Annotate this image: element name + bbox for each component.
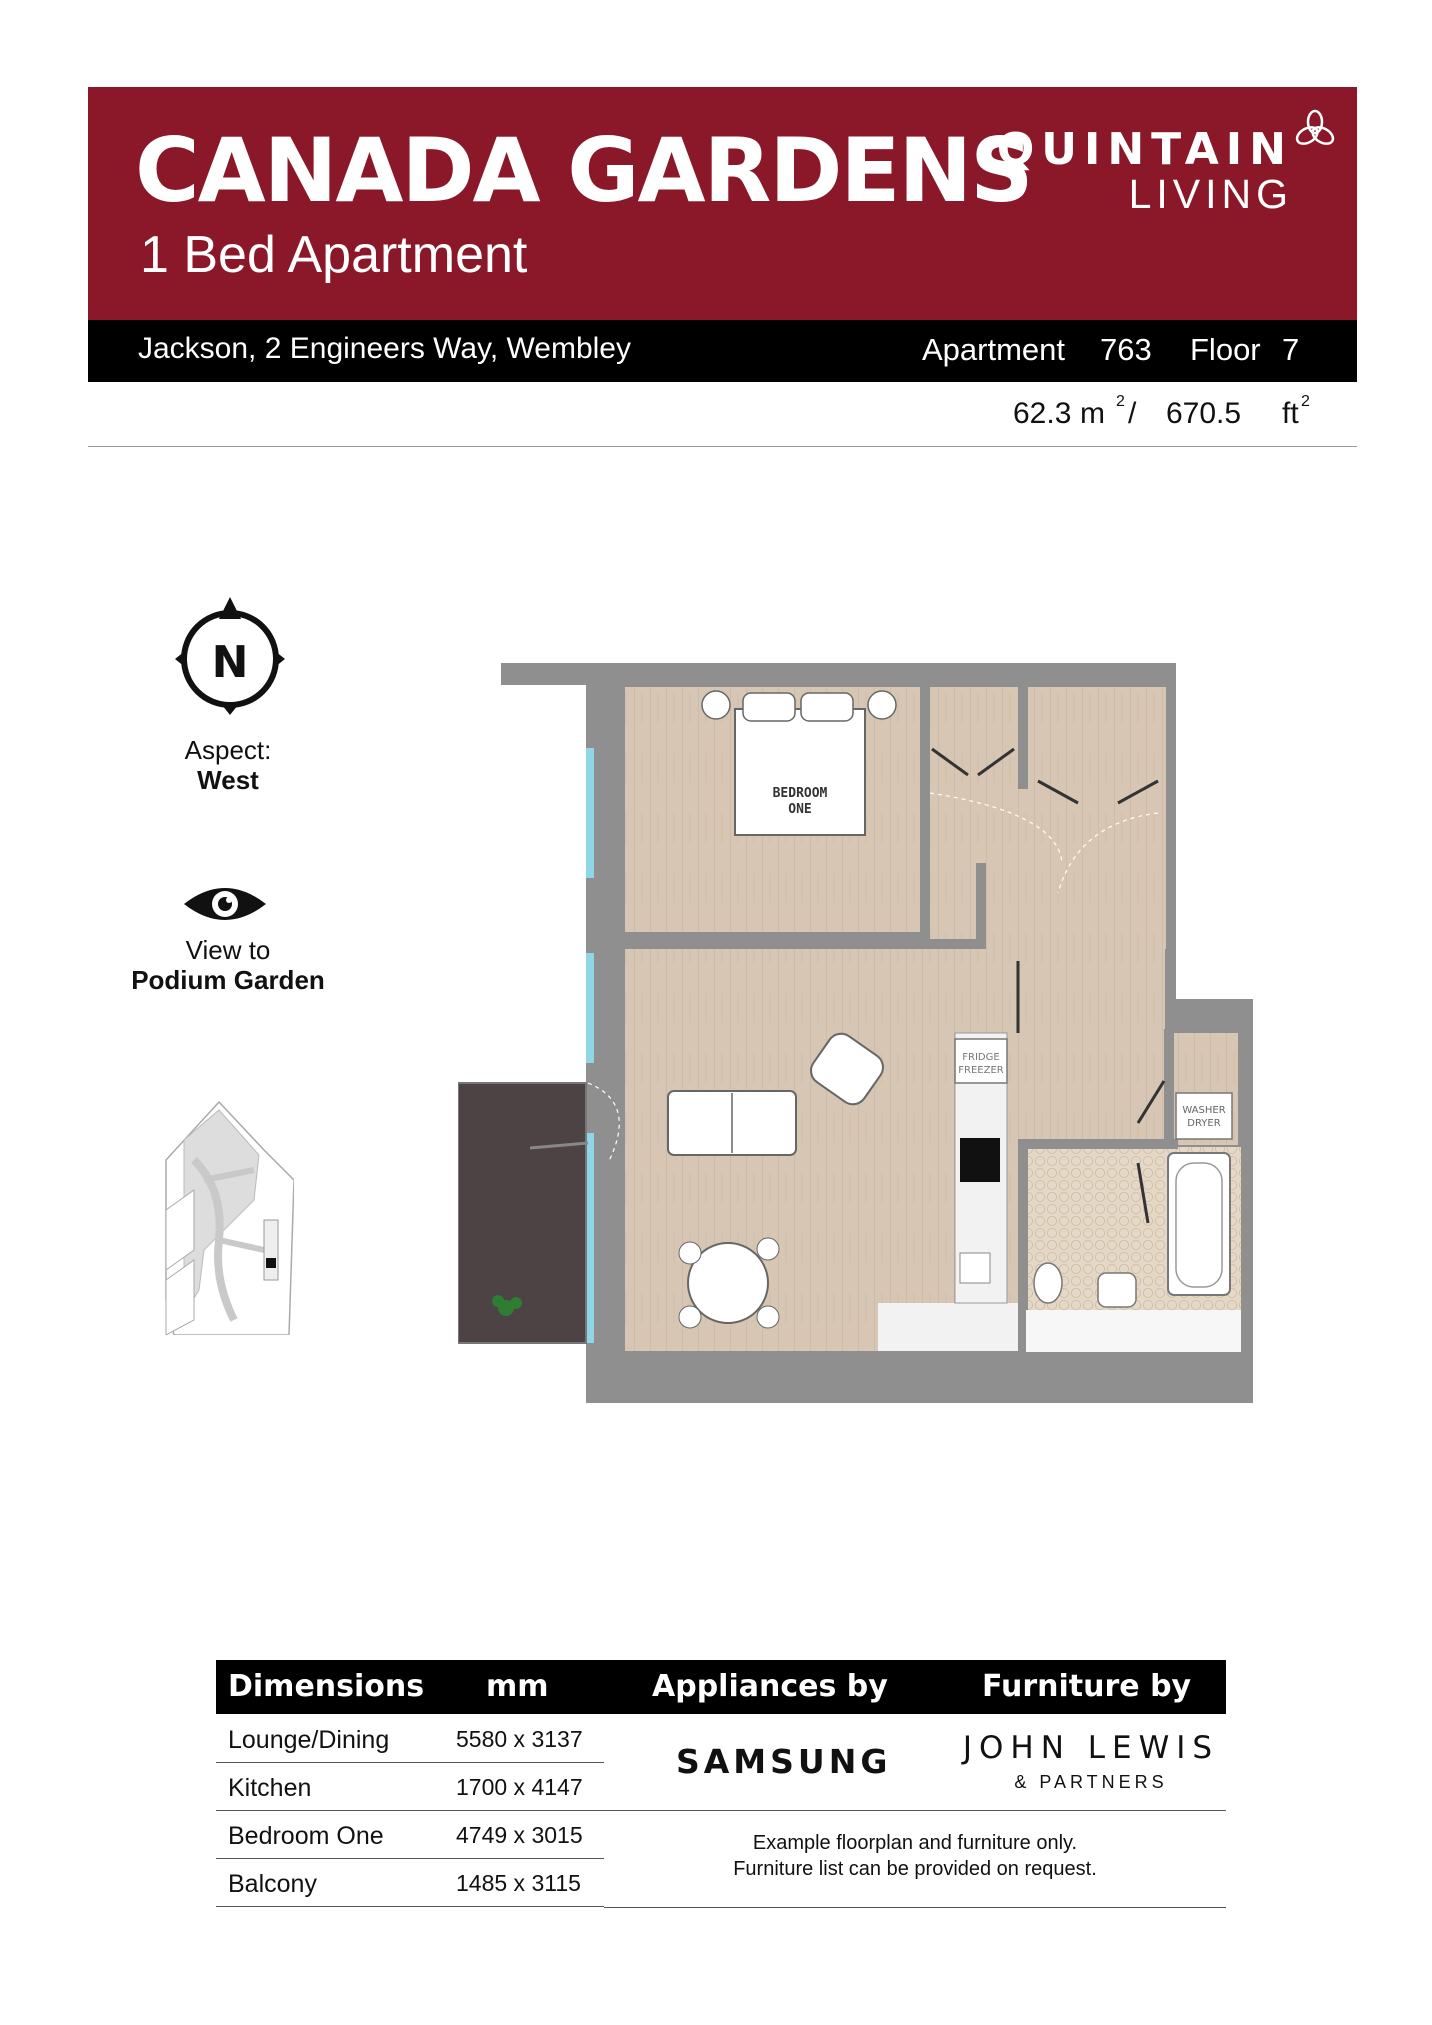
site-plan-map — [165, 1100, 294, 1335]
room-name: Kitchen — [228, 1774, 312, 1802]
floorplan-drawing: BEDROOM ONE FRIDGE FREEZER WASHER DRYER — [458, 663, 1253, 1403]
floor-label: Floor — [1190, 332, 1261, 367]
header-divider — [88, 446, 1357, 447]
table-header: Dimensions mm Appliances by Furniture by — [216, 1660, 1226, 1714]
header-mm: mm — [486, 1669, 549, 1704]
brand-name: QUINTAIN — [996, 124, 1293, 175]
apartment-number: 763 — [1100, 332, 1152, 367]
table-bottom-divider — [604, 1907, 1226, 1908]
room-size: 1700 x 4147 — [456, 1774, 583, 1800]
apartment-type: 1 Bed Apartment — [140, 226, 528, 284]
area-sqft-superscript: 2 — [1301, 393, 1310, 410]
area-sqm-value: 62.3 — [1013, 397, 1072, 430]
table-row: Lounge/Dining 5580 x 3137 — [216, 1714, 604, 1763]
john-lewis-logo: JOHN LEWIS — [962, 1730, 1220, 1766]
washer-label-line1: WASHER — [1182, 1105, 1225, 1116]
table-row: Bedroom One 4749 x 3015 — [216, 1810, 604, 1859]
floor-number: 7 — [1282, 332, 1300, 367]
area-sqft-unit: ft — [1282, 397, 1299, 430]
header-dimensions: Dimensions — [228, 1669, 425, 1704]
table-row: Balcony 1485 x 3115 — [216, 1858, 604, 1907]
address: Jackson, 2 Engineers Way, Wembley — [138, 332, 631, 365]
room-name: Lounge/Dining — [228, 1726, 390, 1754]
view-label: View to — [185, 935, 271, 965]
bedroom-label-line2: ONE — [788, 802, 811, 817]
brand-subname: LIVING — [1128, 171, 1293, 217]
view-value: Podium Garden — [131, 965, 325, 995]
quintain-logo-icon — [1295, 109, 1335, 145]
area-separator: / — [1128, 397, 1137, 430]
samsung-logo: SAMSUNG — [676, 1742, 892, 1781]
aspect-label: Aspect: — [184, 735, 272, 765]
room-size: 1485 x 3115 — [456, 1870, 581, 1896]
john-lewis-partners: & PARTNERS — [1014, 1772, 1168, 1792]
area-sqm-superscript: 2 — [1116, 393, 1125, 410]
info-bar: Jackson, 2 Engineers Way, Wembley Apartm… — [88, 320, 1357, 382]
area-sqm-unit: m — [1080, 397, 1105, 430]
area-row: 62.3 m 2 / 670.5 ft 2 — [88, 393, 1357, 437]
apartment-label: Apartment — [922, 332, 1066, 367]
room-name: Bedroom One — [228, 1822, 384, 1850]
header-appliances: Appliances by — [652, 1669, 888, 1704]
header-banner: CANADA GARDENS 1 Bed Apartment QUINTAIN … — [88, 87, 1357, 320]
brand-divider — [604, 1810, 1226, 1811]
eye-icon — [184, 888, 266, 920]
room-name: Balcony — [228, 1870, 317, 1898]
development-title: CANADA GARDENS — [135, 119, 1034, 222]
room-size: 4749 x 3015 — [456, 1822, 583, 1848]
disclaimer-line2: Furniture list can be provided on reques… — [733, 1858, 1097, 1880]
header-furniture: Furniture by — [982, 1669, 1192, 1704]
disclaimer-line1: Example floorplan and furniture only. — [752, 1832, 1078, 1854]
area-sqft-value: 670.5 — [1166, 397, 1242, 430]
aspect-value: West — [197, 765, 259, 795]
table-row: Kitchen 1700 x 4147 — [216, 1762, 604, 1811]
bedroom-label-line1: BEDROOM — [773, 786, 828, 801]
fridge-label-line1: FRIDGE — [962, 1052, 999, 1063]
room-size: 5580 x 3137 — [456, 1726, 583, 1752]
washer-label-line2: DRYER — [1187, 1118, 1220, 1129]
compass-letter: N — [212, 637, 249, 688]
fridge-label-line2: FREEZER — [958, 1065, 1004, 1076]
compass-icon: N — [175, 597, 285, 715]
